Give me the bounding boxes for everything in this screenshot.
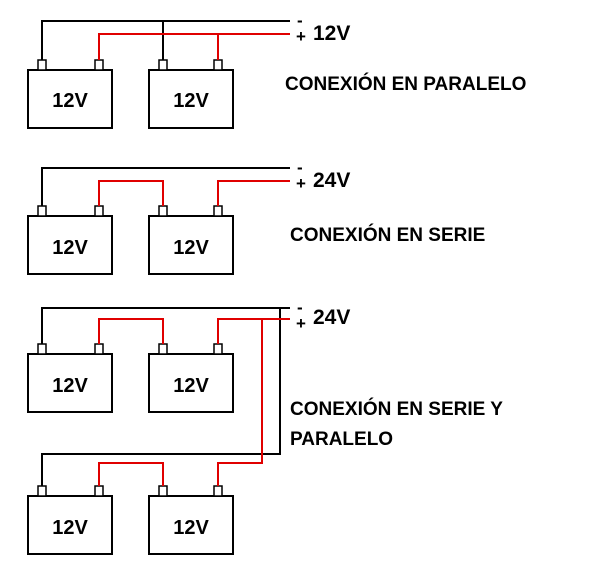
plus-sign: + bbox=[296, 314, 306, 333]
series-link-wire bbox=[98, 318, 164, 344]
positive-wire bbox=[98, 33, 290, 60]
negative-wire bbox=[41, 167, 290, 206]
series-parallel-section: 12V 12V 12V 12V - + bbox=[27, 298, 503, 555]
plus-sign: + bbox=[296, 174, 306, 193]
series-parallel-battery-1: 12V bbox=[27, 343, 113, 413]
minus-sign: - bbox=[297, 158, 303, 177]
section-title-line-1: CONEXIÓN EN SERIE Y bbox=[290, 398, 503, 420]
parallel-battery-1: 12V bbox=[27, 59, 113, 129]
parallel-section: 12V 12V - + 12V CONEXIÓN EN PARALELO bbox=[27, 11, 526, 129]
negative-bus-wire bbox=[41, 308, 281, 486]
minus-sign: - bbox=[297, 298, 303, 317]
output-voltage: 12V bbox=[313, 22, 350, 45]
section-title: CONEXIÓN EN PARALELO bbox=[285, 73, 526, 95]
battery-label: 12V bbox=[52, 517, 88, 539]
series-link-wire bbox=[98, 180, 164, 206]
section-title-line-2: PARALELO bbox=[290, 429, 393, 450]
series-parallel-battery-2: 12V bbox=[148, 343, 234, 413]
series-parallel-battery-4: 12V bbox=[148, 485, 234, 555]
output-voltage: 24V bbox=[313, 306, 350, 329]
battery-label: 12V bbox=[52, 375, 88, 397]
battery-label: 12V bbox=[173, 237, 209, 259]
series-parallel-battery-3: 12V bbox=[27, 485, 113, 555]
battery-label: 12V bbox=[52, 237, 88, 259]
parallel-battery-2: 12V bbox=[148, 59, 234, 129]
battery-label: 12V bbox=[173, 375, 209, 397]
series-battery-1: 12V bbox=[27, 205, 113, 275]
plus-sign: + bbox=[296, 27, 306, 46]
positive-bus-wire bbox=[217, 319, 263, 486]
battery-label: 12V bbox=[52, 90, 88, 112]
battery-label: 12V bbox=[173, 90, 209, 112]
minus-sign: - bbox=[297, 11, 303, 30]
series-battery-2: 12V bbox=[148, 205, 234, 275]
series-section: 12V 12V - + 24V CONEXIÓN EN SERIE bbox=[27, 158, 485, 275]
positive-wire bbox=[217, 318, 290, 344]
output-voltage: 24V bbox=[313, 169, 350, 192]
battery-label: 12V bbox=[173, 517, 209, 539]
series-link-wire bbox=[98, 462, 164, 486]
negative-wire bbox=[41, 307, 290, 344]
section-title: CONEXIÓN EN SERIE bbox=[290, 224, 485, 246]
positive-wire bbox=[217, 180, 290, 206]
negative-wire bbox=[41, 20, 290, 60]
